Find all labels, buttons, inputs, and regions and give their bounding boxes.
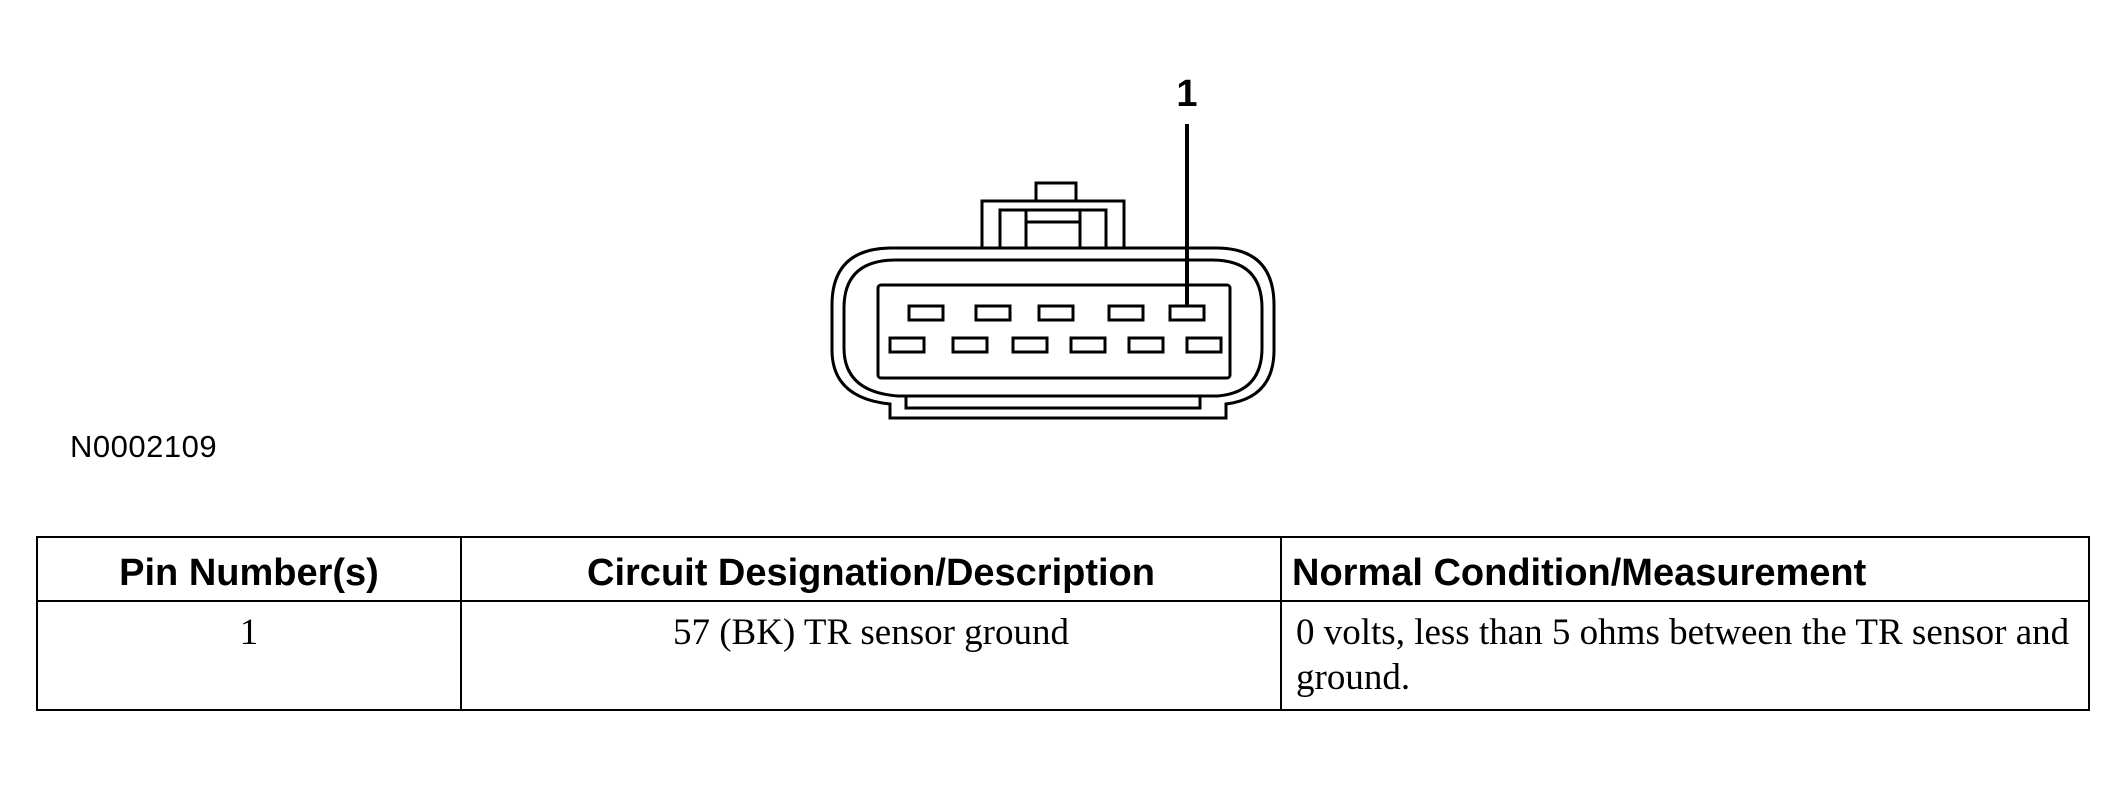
pin-table: Pin Number(s) Circuit Designation/Descri… xyxy=(36,536,2090,711)
callout-label: 1 xyxy=(1176,73,1197,115)
terminal xyxy=(1037,304,1075,322)
terminal xyxy=(951,336,989,354)
terminal xyxy=(1185,336,1223,354)
table-row: 1 57 (BK) TR sensor ground 0 volts, less… xyxy=(36,600,2090,711)
connector-latch xyxy=(980,199,1126,248)
header-circuit-designation: Circuit Designation/Description xyxy=(460,536,1282,602)
terminal xyxy=(1069,336,1107,354)
cell-circuit-designation: 57 (BK) TR sensor ground xyxy=(460,600,1282,711)
cell-normal-condition: 0 volts, less than 5 ohms between the TR… xyxy=(1280,600,2090,711)
connector-housing-inner xyxy=(842,258,1264,398)
header-normal-condition: Normal Condition/Measurement xyxy=(1280,536,2090,602)
terminal xyxy=(888,336,926,354)
figure-id: N0002109 xyxy=(70,429,218,464)
terminal xyxy=(907,304,945,322)
table-header-row: Pin Number(s) Circuit Designation/Descri… xyxy=(36,536,2090,602)
connector-diagram: 1 xyxy=(830,73,1276,420)
terminal xyxy=(1127,336,1165,354)
terminal xyxy=(1011,336,1049,354)
connector-housing-outer xyxy=(830,246,1276,420)
terminal-cavity xyxy=(876,283,1232,380)
cell-pin-number: 1 xyxy=(36,600,462,711)
header-pin-number: Pin Number(s) xyxy=(36,536,462,602)
terminal xyxy=(1107,304,1145,322)
terminal-row-bottom xyxy=(888,336,1223,354)
terminal xyxy=(974,304,1012,322)
